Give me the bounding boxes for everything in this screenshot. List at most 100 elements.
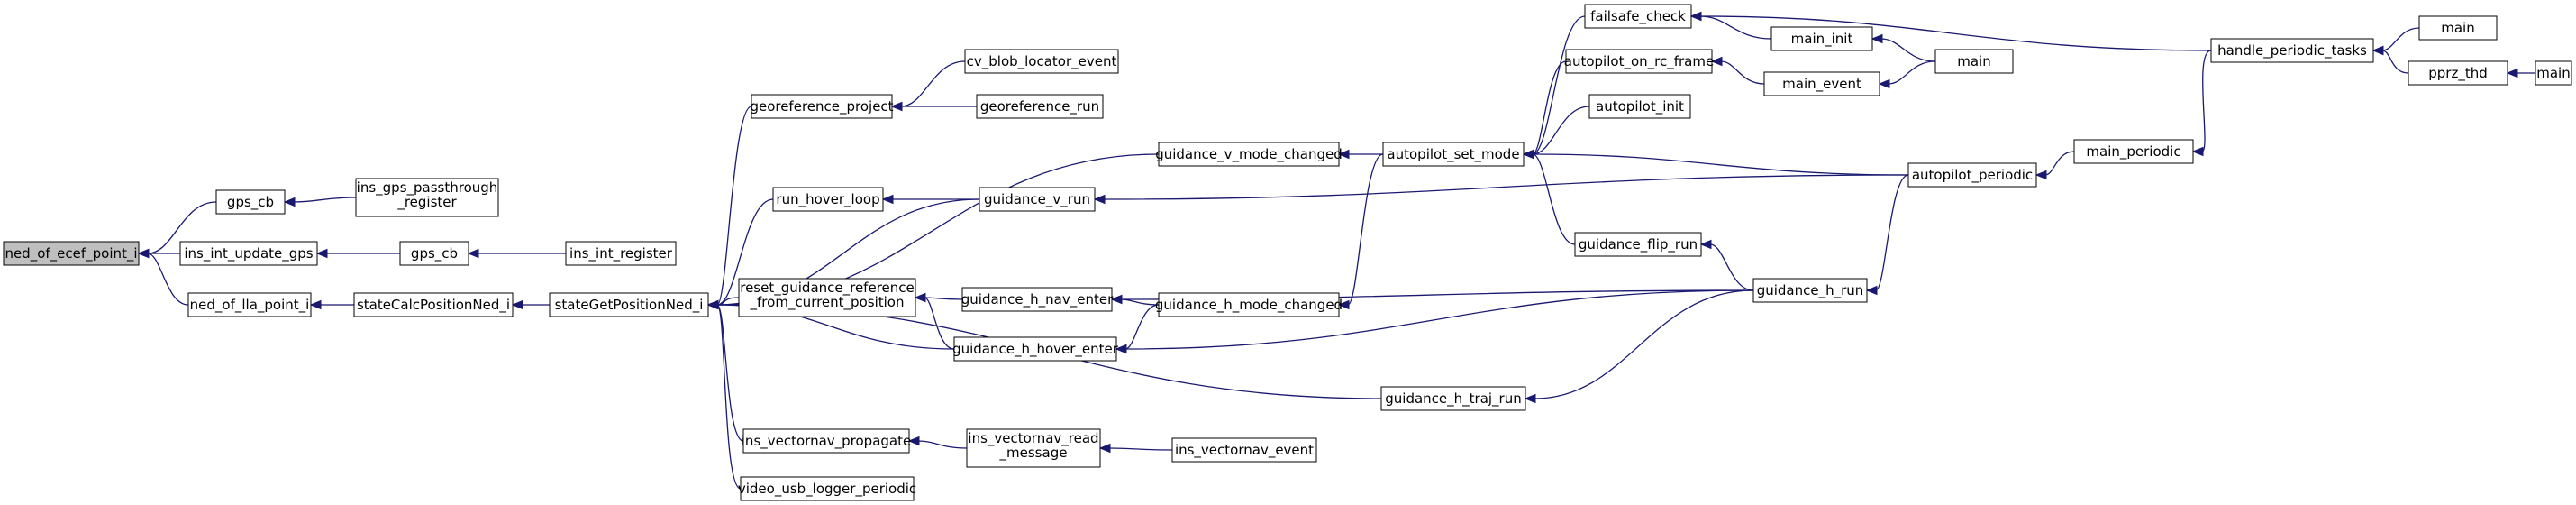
node-label: reset_guidance_reference bbox=[740, 280, 915, 297]
node-guidance-h-run[interactable]: guidance_h_run bbox=[1752, 278, 1868, 303]
node-box bbox=[979, 187, 1096, 212]
edge-ins_int_register-to-gps_cb_b bbox=[467, 248, 566, 259]
node-box bbox=[742, 428, 910, 454]
node-guidance-v-run[interactable]: guidance_v_run bbox=[979, 187, 1096, 212]
edge-handle_periodic_tasks-to-failsafe_check bbox=[1689, 11, 2212, 51]
node-box bbox=[3, 241, 140, 266]
node-label: georeference_project bbox=[750, 98, 893, 115]
node-failsafe-check[interactable]: failsafe_check bbox=[1584, 4, 1692, 29]
node-box bbox=[1158, 142, 1340, 167]
edge-ins_vectornav_propagate-to-stateGetPositionNed_i bbox=[706, 299, 744, 442]
node-ned-of-lla-point-i[interactable]: ned_of_lla_point_i bbox=[187, 292, 312, 317]
edge-autopilot_periodic-to-autopilot_set_mode bbox=[1522, 149, 1909, 176]
node-box bbox=[565, 241, 677, 266]
edge-autopilot_periodic-to-guidance_v_run bbox=[1093, 174, 1909, 205]
node-label: autopilot_on_rc_frame bbox=[1564, 53, 1714, 70]
node-box bbox=[1565, 49, 1713, 74]
node-guidance-h-nav-enter[interactable]: guidance_h_nav_enter bbox=[961, 287, 1114, 312]
node-box bbox=[1907, 162, 2037, 188]
edge-ins_gps_passthrough_register-to-gps_cb_a bbox=[283, 197, 357, 207]
node-label: guidance_v_run bbox=[984, 191, 1090, 208]
node-label: main_init bbox=[1791, 31, 1853, 48]
node-label: guidance_h_run bbox=[1757, 282, 1864, 299]
node-autopilot-on-rc-frame[interactable]: autopilot_on_rc_frame bbox=[1564, 49, 1714, 74]
node-georeference-project[interactable]: georeference_project bbox=[750, 94, 894, 119]
node-label: ins_vectornav_read bbox=[968, 430, 1098, 447]
node-label: ins_int_register bbox=[569, 245, 673, 262]
node-label: gps_cb bbox=[227, 194, 274, 211]
node-guidance-v-mode-changed[interactable]: guidance_v_mode_changed bbox=[1155, 142, 1343, 167]
node-guidance-h-traj-run[interactable]: guidance_h_traj_run bbox=[1380, 386, 1526, 411]
node-label: main_event bbox=[1782, 76, 1861, 93]
node-label: ins_int_update_gps bbox=[184, 245, 313, 262]
node-label: stateCalcPositionNed_i bbox=[357, 297, 510, 314]
node-gps-cb-a[interactable]: gps_cb bbox=[215, 189, 286, 215]
node-ins-vectornav-read-message[interactable]: ins_vectornav_read_message bbox=[966, 428, 1101, 468]
node-box bbox=[964, 49, 1119, 74]
edge-cv_blob_locator_event-to-georeference_project bbox=[890, 60, 966, 112]
node-label: ins_vectornav_event bbox=[1175, 442, 1314, 459]
node-gps-cb-b[interactable]: gps_cb bbox=[399, 241, 469, 266]
node-guidance-h-mode-changed[interactable]: guidance_h_mode_changed bbox=[1155, 292, 1343, 317]
edge-guidance_h_hover_enter-to-reset_guidance_reference_from_current_position bbox=[914, 292, 955, 350]
node-label: ins_gps_passthrough bbox=[357, 179, 498, 197]
node-main-b[interactable]: main bbox=[2418, 15, 2498, 41]
node-label: cv_blob_locator_event bbox=[967, 53, 1117, 70]
edge-guidance_flip_run-to-autopilot_set_mode bbox=[1522, 149, 1576, 245]
edge-autopilot_periodic-to-guidance_h_run bbox=[1865, 174, 1909, 296]
node-ned-of-ecef-point-i[interactable]: ned_of_ecef_point_i bbox=[3, 241, 140, 266]
node-ins-gps-passthrough-register[interactable]: ins_gps_passthrough_register bbox=[355, 178, 499, 217]
node-label: autopilot_periodic bbox=[1912, 167, 2033, 184]
node-autopilot-periodic[interactable]: autopilot_periodic bbox=[1907, 162, 2037, 188]
node-cv-blob-locator-event[interactable]: cv_blob_locator_event bbox=[964, 49, 1119, 74]
node-box bbox=[1934, 49, 2014, 74]
node-ins-vectornav-event[interactable]: ins_vectornav_event bbox=[1171, 437, 1317, 463]
node-label: _message bbox=[999, 445, 1068, 462]
edge-ins_vectornav_event-to-ins_vectornav_read_message bbox=[1098, 443, 1173, 454]
node-reset-guidance-reference-from-current-position[interactable]: reset_guidance_reference_from_current_po… bbox=[738, 278, 916, 317]
node-guidance-h-hover-enter[interactable]: guidance_h_hover_enter bbox=[952, 336, 1119, 362]
node-box bbox=[355, 178, 499, 217]
node-run-hover-loop[interactable]: run_hover_loop bbox=[772, 187, 884, 212]
node-label: handle_periodic_tasks bbox=[2217, 42, 2367, 60]
edge-autopilot_set_mode-to-guidance_v_mode_changed bbox=[1337, 149, 1384, 160]
node-label: guidance_h_mode_changed bbox=[1155, 297, 1343, 314]
node-main-periodic[interactable]: main_periodic bbox=[2073, 139, 2194, 164]
node-stateGetPositionNed-i[interactable]: stateGetPositionNed_i bbox=[549, 292, 709, 317]
node-ins-int-register[interactable]: ins_int_register bbox=[565, 241, 677, 266]
node-guidance-flip-run[interactable]: guidance_flip_run bbox=[1574, 232, 1702, 257]
node-main-a[interactable]: main bbox=[1934, 49, 2014, 74]
node-box bbox=[976, 94, 1104, 119]
node-stateCalcPositionNed-i[interactable]: stateCalcPositionNed_i bbox=[353, 292, 514, 317]
node-label: stateGetPositionNed_i bbox=[555, 297, 704, 314]
node-label: run_hover_loop bbox=[776, 191, 879, 208]
node-ins-vectornav-propagate[interactable]: ins_vectornav_propagate bbox=[742, 428, 911, 454]
node-autopilot-init[interactable]: autopilot_init bbox=[1588, 94, 1691, 119]
node-box bbox=[1171, 437, 1317, 463]
node-box bbox=[751, 94, 893, 119]
node-main-c[interactable]: main bbox=[2535, 60, 2572, 86]
edge-video_usb_logger_periodic-to-stateGetPositionNed_i bbox=[706, 299, 742, 490]
node-box bbox=[353, 292, 514, 317]
edge-ins_vectornav_read_message-to-ins_vectornav_propagate bbox=[907, 436, 968, 449]
node-label: main bbox=[2441, 20, 2474, 36]
node-box bbox=[2535, 60, 2572, 86]
node-georeference-run[interactable]: georeference_run bbox=[976, 94, 1104, 119]
node-box bbox=[1158, 292, 1340, 317]
node-video-usb-logger-periodic[interactable]: video_usb_logger_periodic bbox=[738, 476, 916, 501]
edge-guidance_h_run-to-guidance_h_hover_enter bbox=[1115, 289, 1754, 354]
node-label: guidance_h_traj_run bbox=[1385, 390, 1522, 408]
node-label: georeference_run bbox=[980, 98, 1099, 115]
node-ins-int-update-gps[interactable]: ins_int_update_gps bbox=[179, 241, 318, 266]
node-box bbox=[399, 241, 469, 266]
node-handle-periodic-tasks[interactable]: handle_periodic_tasks bbox=[2210, 38, 2374, 63]
node-box bbox=[2210, 38, 2374, 63]
node-label: autopilot_init bbox=[1596, 98, 1684, 115]
node-box bbox=[1382, 142, 1525, 167]
node-label: guidance_h_nav_enter bbox=[961, 291, 1114, 308]
node-autopilot-set-mode[interactable]: autopilot_set_mode bbox=[1382, 142, 1525, 167]
node-main-event[interactable]: main_event bbox=[1763, 71, 1880, 96]
node-main-init[interactable]: main_init bbox=[1770, 26, 1873, 51]
node-pprz-thd[interactable]: pprz_thd bbox=[2408, 60, 2508, 86]
edge-main_periodic-to-autopilot_periodic bbox=[2034, 151, 2075, 180]
